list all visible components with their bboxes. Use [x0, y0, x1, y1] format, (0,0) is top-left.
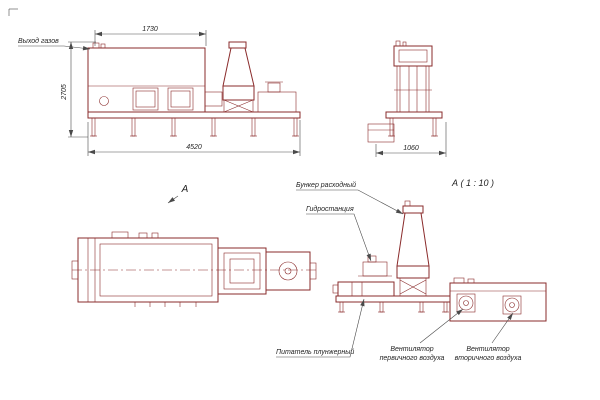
section-a-label: А [181, 184, 189, 195]
callout-hopper: Бункер расходный [296, 181, 404, 215]
detail-a-title: А ( 1 : 10 ) [451, 178, 494, 188]
callout-primary-fan: Вентилятор первичного воздуха [380, 308, 464, 362]
dimension-1730: 1730 [94, 26, 207, 46]
dimension-2705: 2705 [61, 41, 96, 138]
primary-fan-label-line1: Вентилятор [390, 346, 433, 353]
label-gas-outlet: Выход газов [18, 37, 91, 51]
view-side-elevation [87, 41, 301, 137]
dim-1730-text: 1730 [142, 26, 158, 33]
callout-plunger-feeder: Питатель плунжерный [276, 298, 365, 358]
corner-trim-mark [8, 8, 18, 16]
dim-2705-text: 2705 [61, 84, 68, 101]
dim-1060-text: 1060 [403, 145, 419, 152]
callout-secondary-fan: Вентилятор вторичного воздуха [455, 312, 522, 362]
dimension-1060: 1060 [375, 122, 447, 157]
gas-outlet-label: Выход газов [18, 37, 59, 45]
secondary-fan-label-line2: вторичного воздуха [455, 354, 522, 362]
secondary-fan-label-line1: Вентилятор [466, 346, 509, 353]
hydrostation-label: Гидростанция [306, 205, 354, 213]
primary-fan-label-line2: первичного воздуха [380, 354, 445, 362]
dim-4520-text: 4520 [186, 144, 202, 151]
plunger-feeder-label: Питатель плунжерный [276, 348, 354, 356]
label-section-a: А [167, 184, 189, 204]
hopper-label: Бункер расходный [296, 181, 356, 189]
view-detail-a [332, 200, 547, 322]
label-detail-title: А ( 1 : 10 ) [451, 178, 494, 188]
callout-hydrostation: Гидростанция [306, 205, 372, 262]
view-plan [71, 231, 317, 307]
dimension-4520: 4520 [87, 120, 301, 156]
view-end [367, 40, 443, 143]
